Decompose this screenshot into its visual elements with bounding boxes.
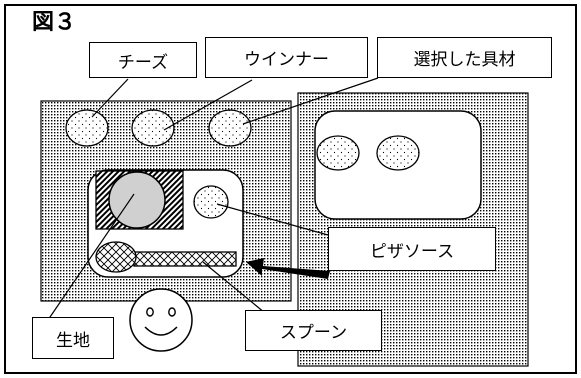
leader-lines <box>47 77 379 321</box>
label-dough: 生地 <box>32 317 114 359</box>
wiener-ingredient <box>131 109 175 147</box>
label-spoon: スプーン <box>245 310 382 351</box>
figure-frame <box>4 4 577 374</box>
spoon-head <box>95 241 137 273</box>
selected-ingredient-2 <box>376 135 420 171</box>
leader-selected <box>242 77 379 125</box>
extra-ingredient <box>208 109 252 147</box>
cheese-ingredient <box>65 109 109 147</box>
label-selected-ingredients: 選択した具材 <box>377 37 552 78</box>
leader-wiener <box>163 79 253 131</box>
spoon-handle <box>133 251 237 267</box>
selected-ingredient-1 <box>316 135 360 171</box>
arrow-icon <box>246 258 330 279</box>
leader-dough <box>47 193 135 321</box>
leader-cheese <box>91 78 129 118</box>
leader-spoon <box>202 261 266 314</box>
smiley-face <box>129 288 193 352</box>
figure-title: 図３ <box>32 10 77 35</box>
dough-ball <box>108 171 166 229</box>
leader-sauce <box>216 203 329 236</box>
label-wiener: ウインナー <box>205 37 368 78</box>
pizza-sauce-ingredient <box>193 185 229 219</box>
label-cheese: チーズ <box>89 42 197 78</box>
label-pizza-sauce: ピザソース <box>328 227 496 271</box>
